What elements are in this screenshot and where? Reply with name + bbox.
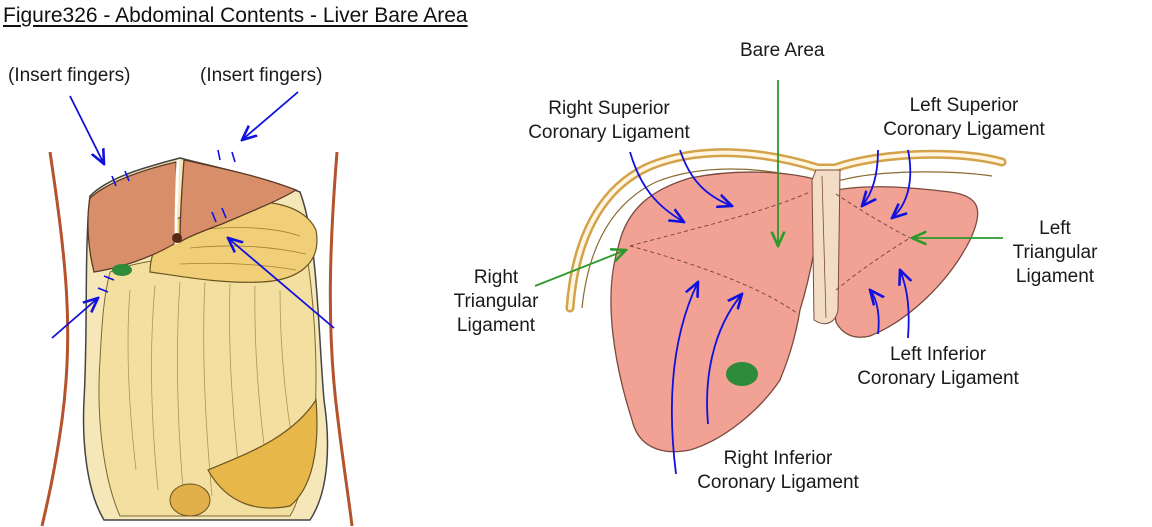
ligamentum-teres <box>172 233 182 243</box>
label-right-superior-line1: Right Superior <box>548 98 670 119</box>
arrow-right-triangular <box>534 250 626 287</box>
label-right-triangular-line1: Right <box>473 267 519 288</box>
arrow-left-superior-2 <box>892 149 912 218</box>
liver-right-lobe <box>87 161 178 273</box>
right-body-wall <box>328 151 354 527</box>
label-right-triangular-line2: Triangular <box>453 291 539 312</box>
gallbladder <box>726 362 758 386</box>
label-insert-fingers-right: (Insert fingers) <box>200 65 323 86</box>
label-left-inferior-line2: Coronary Ligament <box>857 368 1019 389</box>
arrow-right-inferior-1 <box>671 282 698 475</box>
label-right-triangular: Right Triangular Ligament <box>446 266 546 338</box>
arrow-left-inferior-2 <box>900 270 909 339</box>
label-right-inferior-line1: Right Inferior <box>723 448 833 469</box>
arrow-right-superior-1 <box>629 151 684 222</box>
omentum-folds <box>127 281 293 501</box>
label-left-triangular: Left Triangular Ligament <box>1005 217 1105 289</box>
label-right-inferior-line2: Coronary Ligament <box>697 472 859 493</box>
label-right-superior-coronary: Right Superior Coronary Ligament <box>514 97 704 145</box>
insertion-ticks <box>97 149 236 293</box>
label-left-triangular-line1: Left <box>1039 218 1071 239</box>
label-right-inferior-coronary: Right Inferior Coronary Ligament <box>682 447 874 495</box>
abdomen-illustration <box>40 91 354 527</box>
bare-area-boundary-left <box>835 193 911 291</box>
left-body-wall <box>40 151 70 527</box>
label-left-triangular-line2: Triangular <box>1012 242 1098 263</box>
arrow-right-inferior-2 <box>706 294 742 425</box>
arrow-left-flank <box>51 298 98 339</box>
arrow-right-superior-2 <box>679 149 732 206</box>
transverse-colon <box>207 398 318 509</box>
arrow-insert-right <box>242 91 299 140</box>
liver-left-lobe-main <box>825 186 979 338</box>
label-right-superior-line2: Coronary Ligament <box>528 122 690 143</box>
label-left-superior-line2: Coronary Ligament <box>883 119 1045 140</box>
diaphragm-lower-edge <box>581 168 993 309</box>
label-left-superior-line1: Left Superior <box>909 95 1019 116</box>
label-left-superior-coronary: Left Superior Coronary Ligament <box>868 94 1060 142</box>
gallbladder-left <box>112 264 132 276</box>
arrow-insert-left <box>69 95 104 164</box>
label-insert-fingers-left: (Insert fingers) <box>8 65 131 86</box>
arrow-left-inferior-1 <box>870 290 879 335</box>
label-bare-area: Bare Area <box>740 40 825 61</box>
liver-right-lobe-main <box>610 171 820 453</box>
bare-area-boundary-right <box>629 191 811 315</box>
arrow-right-flank <box>228 238 335 329</box>
cecum <box>169 483 211 517</box>
label-right-triangular-line3: Ligament <box>456 315 536 336</box>
liver-diagram <box>534 80 1007 475</box>
diaphragm-inner <box>568 150 1004 310</box>
falciform-column <box>811 169 841 325</box>
label-left-inferior-coronary: Left Inferior Coronary Ligament <box>842 343 1034 391</box>
label-left-triangular-line3: Ligament <box>1015 266 1095 287</box>
figure-title: Figure326 - Abdominal Contents - Liver B… <box>3 4 468 27</box>
label-left-inferior-line1: Left Inferior <box>889 344 987 365</box>
liver-left-lobe <box>179 159 298 244</box>
arrow-left-superior-1 <box>862 149 879 206</box>
